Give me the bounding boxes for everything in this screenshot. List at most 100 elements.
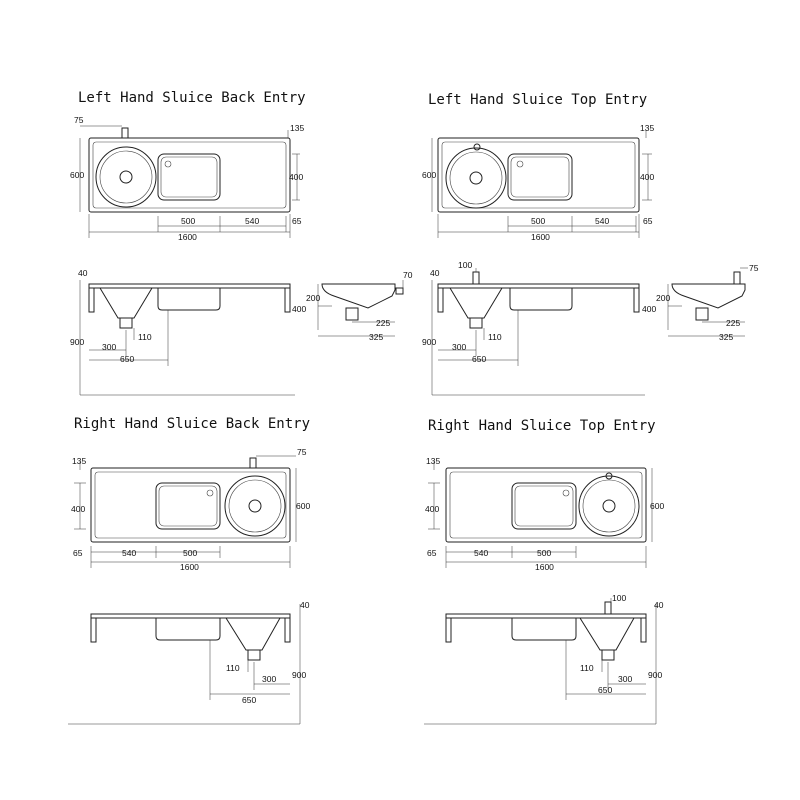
- dim-label: 400: [642, 304, 656, 314]
- front-elevation: 40 900 110 300 650: [70, 268, 295, 396]
- dim-label: 400: [640, 172, 654, 182]
- sink-bowl: [511, 482, 577, 530]
- dim-label: 200: [306, 293, 320, 303]
- dim-label: 650: [598, 685, 612, 695]
- dim-label: 325: [719, 332, 733, 342]
- sluice-outlet-pipe: [469, 317, 483, 329]
- dim-label: 650: [472, 354, 486, 364]
- right-leg: [284, 287, 291, 313]
- dim-label: 40: [430, 268, 440, 278]
- dim-label: 65: [427, 548, 437, 558]
- plan-view: 75 135 400 600 65 540 500 1600: [71, 447, 310, 572]
- dim-label: 300: [618, 674, 632, 684]
- panel-title: Left Hand Sluice Back Entry: [78, 90, 306, 106]
- right-leg: [284, 617, 291, 643]
- panel-title: Right Hand Sluice Back Entry: [74, 416, 310, 432]
- dim-label: 540: [595, 216, 609, 226]
- left-leg: [445, 617, 452, 643]
- dim-label: 1600: [535, 562, 554, 572]
- dim-label: 110: [488, 332, 502, 342]
- dim-label: 500: [181, 216, 195, 226]
- sluice-outlet: [248, 499, 262, 513]
- top-entry-spigot: [733, 271, 741, 285]
- dim-label: 300: [102, 342, 116, 352]
- sink-bowl-inner: [160, 156, 218, 198]
- sink-bowl: [155, 482, 221, 530]
- dim-label: 65: [292, 216, 302, 226]
- left-leg: [88, 287, 95, 313]
- worktop-inner-edge: [441, 141, 636, 209]
- back-entry-spigot: [395, 287, 404, 295]
- sluice-bowl-rim: [99, 150, 153, 204]
- sluice-hopper: [579, 617, 635, 651]
- front-elevation: 100 40 900 110 300 650: [422, 260, 645, 396]
- dim-label: 40: [78, 268, 88, 278]
- sluice-hopper: [449, 287, 503, 319]
- top-entry-tap: [604, 601, 612, 615]
- sink-bowl: [507, 153, 573, 201]
- dim-label: 900: [422, 337, 436, 347]
- worktop-outline: [445, 467, 647, 543]
- panel-right-hand-top-entry: Right Hand Sluice Top Entry 135 400 600 …: [424, 418, 664, 725]
- dim-label: 540: [245, 216, 259, 226]
- dim-label: 540: [122, 548, 136, 558]
- sluice-bowl: [445, 147, 507, 209]
- dim-label: 900: [648, 670, 662, 680]
- dim-label: 75: [297, 447, 307, 457]
- dim-label: 600: [422, 170, 436, 180]
- dim-label: 600: [296, 501, 310, 511]
- sink-bowl-section: [509, 288, 573, 311]
- sluice-side-outlet: [695, 307, 709, 321]
- dim-label: 400: [292, 304, 306, 314]
- worktop-inner-edge: [94, 471, 287, 539]
- dim-label: 300: [452, 342, 466, 352]
- worktop-outline: [90, 467, 291, 543]
- front-elevation: 40 900 110 300 650: [68, 600, 310, 725]
- plan-view: 600 135 400 500 540 65 1600: [422, 123, 654, 242]
- left-leg: [90, 617, 97, 643]
- worktop-inner-edge: [92, 141, 287, 209]
- panel-left-hand-back-entry: Left Hand Sluice Back Entry 75 600 135 4…: [70, 90, 413, 396]
- sink-waste: [164, 160, 172, 168]
- worktop-outline: [88, 137, 291, 213]
- sluice-bowl: [95, 146, 157, 208]
- dim-label: 135: [72, 456, 86, 466]
- sink-bowl: [157, 153, 221, 201]
- sink-waste: [516, 160, 524, 168]
- dim-label: 225: [376, 318, 390, 328]
- sluice-outlet: [469, 171, 483, 185]
- right-leg: [633, 287, 640, 313]
- sink-bowl-inner: [510, 156, 570, 198]
- tap-entry: [121, 127, 129, 139]
- sluice-bowl-rim: [228, 479, 282, 533]
- sink-bowl-section: [157, 288, 221, 311]
- dim-label: 75: [74, 115, 84, 125]
- right-leg: [640, 617, 647, 643]
- dim-label: 65: [643, 216, 653, 226]
- plan-view: 75 600 135 400 500 540 65 1600: [70, 115, 304, 242]
- dim-label: 40: [300, 600, 310, 610]
- tap-hole: [473, 143, 481, 151]
- panel-title: Right Hand Sluice Top Entry: [428, 418, 656, 434]
- dim-label: 100: [612, 593, 626, 603]
- dim-label: 1600: [180, 562, 199, 572]
- dim-label: 135: [640, 123, 654, 133]
- left-leg: [437, 287, 444, 313]
- sluice-side-outlet: [345, 307, 359, 321]
- sluice-bowl-rim: [582, 479, 636, 533]
- front-elevation: 100 40 900 110 300 650: [424, 593, 664, 725]
- sluice-outlet-pipe: [119, 317, 133, 329]
- sink-bowl-inner: [158, 485, 218, 527]
- tap-hole: [605, 472, 613, 480]
- dim-label: 100: [458, 260, 472, 270]
- dim-label: 110: [226, 663, 240, 673]
- dim-label: 500: [183, 548, 197, 558]
- dim-label: 1600: [531, 232, 550, 242]
- tap-entry: [249, 457, 257, 469]
- dim-label: 400: [289, 172, 303, 182]
- dim-label: 75: [749, 263, 759, 273]
- sink-bowl-section: [155, 618, 221, 641]
- dim-label: 400: [425, 504, 439, 514]
- dim-label: 500: [531, 216, 545, 226]
